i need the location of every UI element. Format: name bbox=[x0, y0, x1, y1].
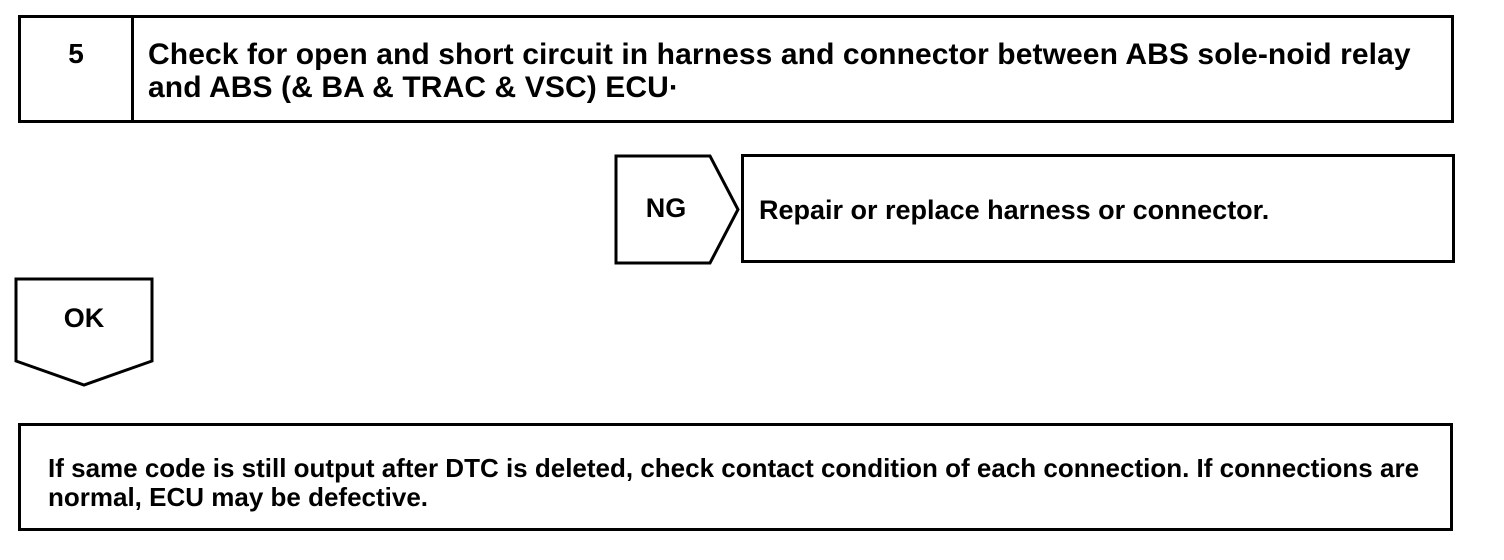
ng-action-box: Repair or replace harness or connector. bbox=[741, 154, 1455, 263]
step-box: 5 Check for open and short circuit in ha… bbox=[18, 15, 1454, 123]
ok-label: OK bbox=[63, 303, 105, 333]
step-description: Check for open and short circuit in harn… bbox=[148, 38, 1411, 104]
final-note-box: If same code is still output after DTC i… bbox=[18, 423, 1453, 531]
ng-label: NG bbox=[645, 193, 687, 223]
step-number: 5 bbox=[21, 18, 134, 120]
ng-arrow-icon bbox=[614, 154, 740, 265]
ok-arrow-icon bbox=[14, 277, 154, 387]
